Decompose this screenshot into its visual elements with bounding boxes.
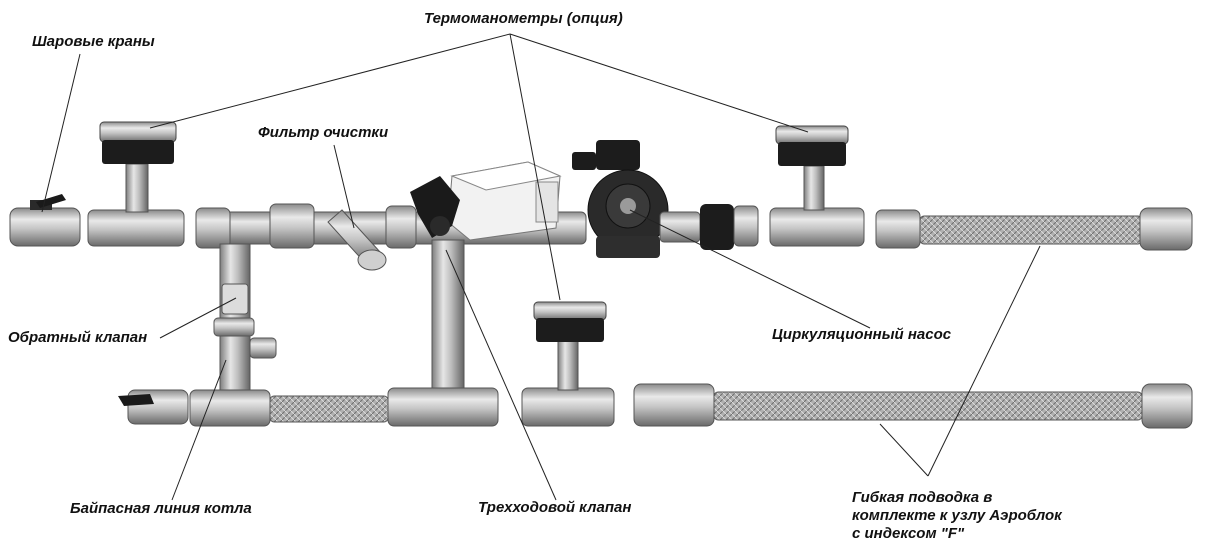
leader-ball-valves <box>41 53 81 213</box>
leader-thermo-bottom <box>509 33 561 301</box>
leader-pump <box>629 209 871 329</box>
ball-valve-bottom <box>118 389 189 425</box>
leader-thermo-right <box>509 33 809 133</box>
return-pipe <box>189 387 499 427</box>
leader-three-way <box>445 249 557 501</box>
leader-hose-bottom <box>879 423 929 477</box>
union-nut <box>659 204 759 250</box>
strainer-filter <box>327 209 387 271</box>
three-way-valve-riser <box>431 239 465 393</box>
circulation-pump <box>572 140 669 258</box>
leader-hose-top <box>927 245 1041 477</box>
label-circulation-pump: Циркуляционный насос <box>772 326 952 343</box>
thermomanometer-top-left <box>99 121 177 164</box>
label-check-valve: Обратный клапан <box>8 329 148 346</box>
leader-thermo-left <box>149 33 511 129</box>
label-thermomanometers: Термоманометры (опция) <box>424 10 623 27</box>
flexible-hose-top <box>875 207 1193 251</box>
tee-fitting-top-right <box>769 165 865 247</box>
label-bypass-line: Байпасная линия котла <box>70 500 252 517</box>
flexible-hose-bottom <box>633 383 1193 429</box>
ball-valve-top <box>9 194 81 247</box>
tee-fitting-bottom <box>521 339 615 427</box>
thermomanometer-top-right <box>775 125 849 166</box>
label-filter: Фильтр очистки <box>258 124 389 141</box>
thermomanometer-bottom <box>533 301 607 342</box>
leader-bypass <box>171 359 227 501</box>
leader-lines <box>41 33 1041 501</box>
leader-check-valve <box>159 297 237 339</box>
label-three-way-valve: Трехходовой клапан <box>478 499 632 516</box>
label-ball-valves: Шаровые краны <box>32 33 155 50</box>
label-flexible-hose: Гибкая подводка в комплекте к узлу Аэроб… <box>852 489 1062 542</box>
bypass-riser <box>213 243 277 395</box>
leader-filter <box>333 144 355 229</box>
three-way-valve-actuator <box>410 161 562 241</box>
tee-fitting-top-left <box>87 163 185 247</box>
